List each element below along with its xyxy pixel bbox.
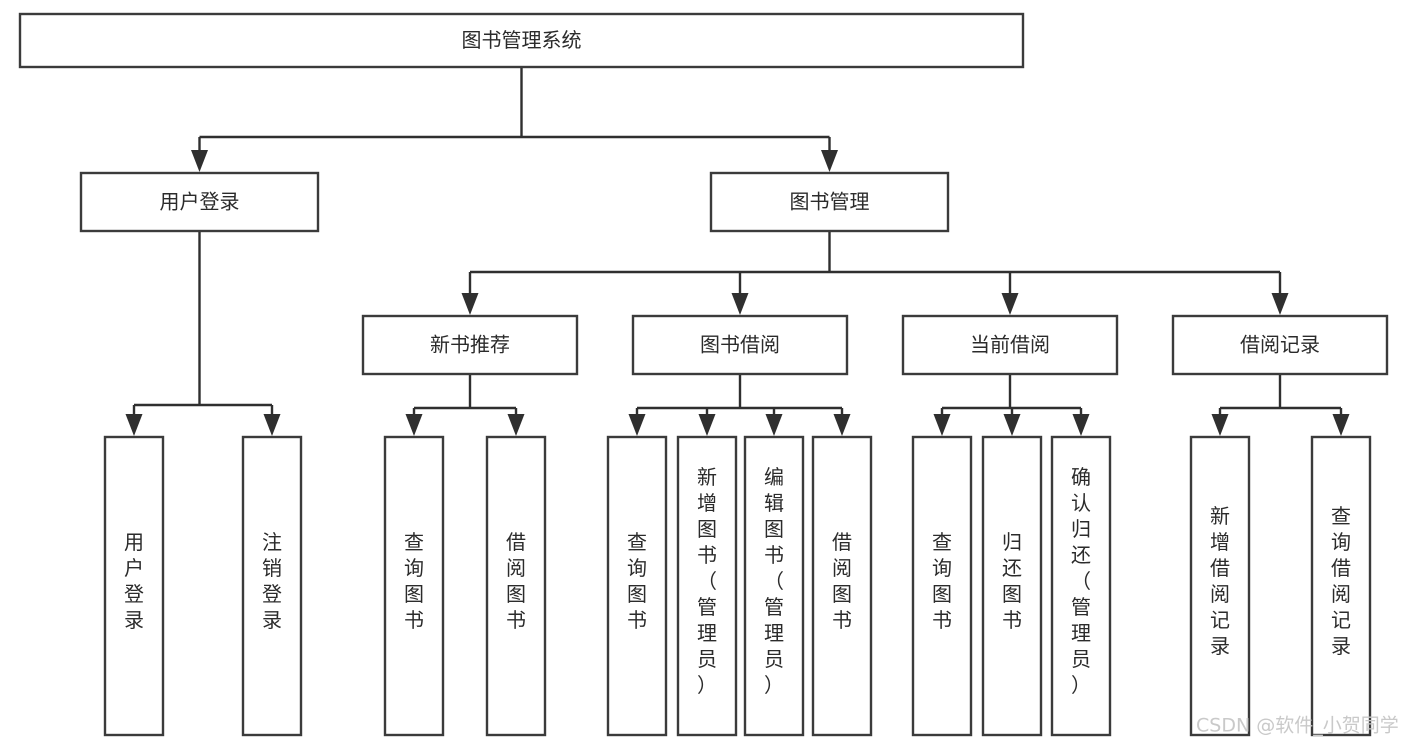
connector-group-user-login (125, 231, 281, 436)
node-box[interactable] (631, 314, 849, 376)
node-box[interactable] (606, 435, 668, 737)
watermark-layer: CSDN @软件_小贺同学 (1196, 715, 1399, 737)
node-leaf-query-record[interactable]: 查询借阅记录 (1310, 435, 1372, 737)
node-borrow-records[interactable]: 借阅记录 (1171, 314, 1389, 376)
arrow-head-icon (1001, 293, 1019, 315)
node-label: 用户登录 (124, 530, 144, 632)
arrow-head-icon (628, 414, 646, 436)
csdn-watermark: CSDN @软件_小贺同学 (1196, 715, 1399, 737)
arrow-head-icon (461, 293, 479, 315)
arrow-head-icon (821, 150, 838, 172)
node-box[interactable] (361, 314, 579, 376)
node-label: 新增借阅记录 (1210, 504, 1230, 658)
node-box[interactable] (485, 435, 547, 737)
arrow-head-icon (1072, 414, 1090, 436)
node-leaf-confirm-return[interactable]: 确认归还（管理员） (1050, 435, 1112, 737)
node-label: 借阅图书 (506, 530, 526, 632)
node-box[interactable] (676, 435, 738, 737)
connector-group-current-borrow (933, 374, 1090, 436)
node-leaf-query-book-1[interactable]: 查询图书 (383, 435, 445, 737)
connector-layer (125, 67, 1350, 436)
node-leaf-add-book[interactable]: 新增图书（管理员） (676, 435, 738, 737)
node-label: 查询图书 (932, 530, 952, 632)
node-label: 新增图书（管理员） (697, 465, 717, 697)
node-leaf-edit-book[interactable]: 编辑图书（管理员） (743, 435, 805, 737)
node-box[interactable] (1050, 435, 1112, 737)
arrow-head-icon (1271, 293, 1289, 315)
node-current-borrow[interactable]: 当前借阅 (901, 314, 1119, 376)
connector-group-new-book-recommend (405, 374, 525, 436)
node-user-login[interactable]: 用户登录 (79, 171, 320, 233)
node-box[interactable] (709, 171, 950, 233)
connector-group-book-management (461, 231, 1289, 315)
node-label: 借阅图书 (832, 530, 852, 632)
node-label: 注销登录 (262, 530, 282, 632)
node-label: 当前借阅 (970, 333, 1050, 357)
node-box[interactable] (1310, 435, 1372, 737)
node-label: 查询图书 (627, 530, 647, 632)
node-label: 借阅记录 (1240, 333, 1320, 357)
arrow-head-icon (405, 414, 423, 436)
node-label: 确认归还（管理员） (1071, 465, 1091, 697)
node-label: 图书管理系统 (462, 28, 582, 52)
arrow-head-icon (698, 414, 716, 436)
node-label: 图书借阅 (700, 333, 780, 357)
node-leaf-borrow-book-1[interactable]: 借阅图书 (485, 435, 547, 737)
node-book-management[interactable]: 图书管理 (709, 171, 950, 233)
node-label: 图书管理 (790, 190, 870, 214)
node-leaf-add-record[interactable]: 新增借阅记录 (1189, 435, 1251, 737)
node-label: 查询借阅记录 (1331, 504, 1351, 658)
arrow-head-icon (125, 414, 143, 436)
node-new-book-recommend[interactable]: 新书推荐 (361, 314, 579, 376)
node-book-borrow[interactable]: 图书借阅 (631, 314, 849, 376)
node-root[interactable]: 图书管理系统 (18, 12, 1025, 69)
arrow-head-icon (731, 293, 749, 315)
node-label: 查询图书 (404, 530, 424, 632)
node-box[interactable] (1171, 314, 1389, 376)
node-box[interactable] (743, 435, 805, 737)
node-leaf-query-book-2[interactable]: 查询图书 (606, 435, 668, 737)
node-leaf-borrow-book-2[interactable]: 借阅图书 (811, 435, 873, 737)
node-layer: 图书管理系统用户登录图书管理新书推荐图书借阅当前借阅借阅记录用户登录注销登录查询… (18, 12, 1389, 737)
connector-group-borrow-records (1211, 374, 1350, 436)
node-box[interactable] (1189, 435, 1251, 737)
node-box[interactable] (811, 435, 873, 737)
node-box[interactable] (383, 435, 445, 737)
node-box[interactable] (103, 435, 165, 737)
arrow-head-icon (833, 414, 851, 436)
connector-group-root (191, 67, 838, 172)
node-label: 用户登录 (160, 190, 240, 214)
node-leaf-query-book-3[interactable]: 查询图书 (911, 435, 973, 737)
arrow-head-icon (1211, 414, 1229, 436)
node-label: 编辑图书（管理员） (764, 465, 784, 697)
node-box[interactable] (18, 12, 1025, 69)
node-label: 归还图书 (1002, 530, 1022, 632)
node-box[interactable] (79, 171, 320, 233)
arrow-head-icon (1332, 414, 1350, 436)
node-leaf-return-book[interactable]: 归还图书 (981, 435, 1043, 737)
arrow-head-icon (263, 414, 281, 436)
arrow-head-icon (191, 150, 208, 172)
node-box[interactable] (911, 435, 973, 737)
node-box[interactable] (981, 435, 1043, 737)
node-box[interactable] (241, 435, 303, 737)
node-box[interactable] (901, 314, 1119, 376)
node-leaf-user-login[interactable]: 用户登录 (103, 435, 165, 737)
connector-group-book-borrow (628, 374, 851, 436)
node-leaf-logout[interactable]: 注销登录 (241, 435, 303, 737)
node-label: 新书推荐 (430, 333, 510, 357)
arrow-head-icon (507, 414, 525, 436)
arrow-head-icon (1003, 414, 1021, 436)
arrow-head-icon (933, 414, 951, 436)
arrow-head-icon (765, 414, 783, 436)
